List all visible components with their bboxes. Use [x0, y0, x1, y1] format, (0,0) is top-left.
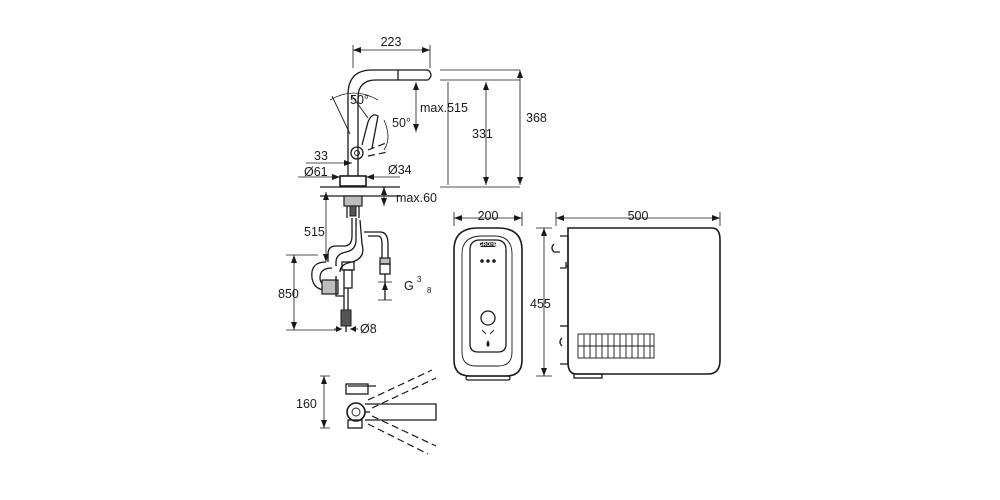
boiler-front-view: GROHE — [453, 227, 523, 381]
dimension-labels: 223 max.515 368 331 50° 50° 33 Ø61 Ø34 m… — [278, 35, 648, 411]
dim-height-total: 368 — [526, 111, 547, 125]
dim-angle-spout: 50° — [350, 93, 369, 107]
vent-grille — [577, 333, 655, 359]
dim-boiler-width: 200 — [478, 209, 499, 223]
faucet-side-view — [311, 69, 432, 332]
dim-hose-515: 515 — [304, 225, 325, 239]
dim-height-331: 331 — [472, 127, 493, 141]
dim-pipe-diameter: Ø8 — [360, 322, 377, 336]
dim-spout-reach: 223 — [381, 35, 402, 49]
dim-boiler-height: 455 — [530, 297, 551, 311]
boiler-side-view — [551, 227, 721, 379]
brand-logo — [480, 242, 496, 247]
dim-thread-den: 8 — [427, 286, 432, 295]
dim-swivel-160: 160 — [296, 397, 317, 411]
dim-thread-g: G — [404, 279, 414, 293]
filter-icon — [481, 329, 495, 335]
dim-angle-handle: 50° — [392, 116, 411, 130]
dim-hole-diameter: Ø34 — [388, 163, 412, 177]
dim-deck-max: max.60 — [396, 191, 437, 205]
dim-height-max: max.515 — [420, 101, 468, 115]
water-drop-icon — [486, 340, 490, 347]
dim-base-diameter: Ø61 — [304, 165, 328, 179]
dim-boiler-depth: 500 — [628, 209, 649, 223]
faucet-top-view — [345, 369, 437, 455]
dim-hose-850: 850 — [278, 287, 299, 301]
dim-offset-33: 33 — [314, 149, 328, 163]
brand-logo-text: GROHE — [479, 242, 498, 248]
dim-thread-num: 3 — [417, 275, 422, 284]
status-leds — [480, 259, 496, 263]
dimension-lines — [286, 45, 721, 429]
